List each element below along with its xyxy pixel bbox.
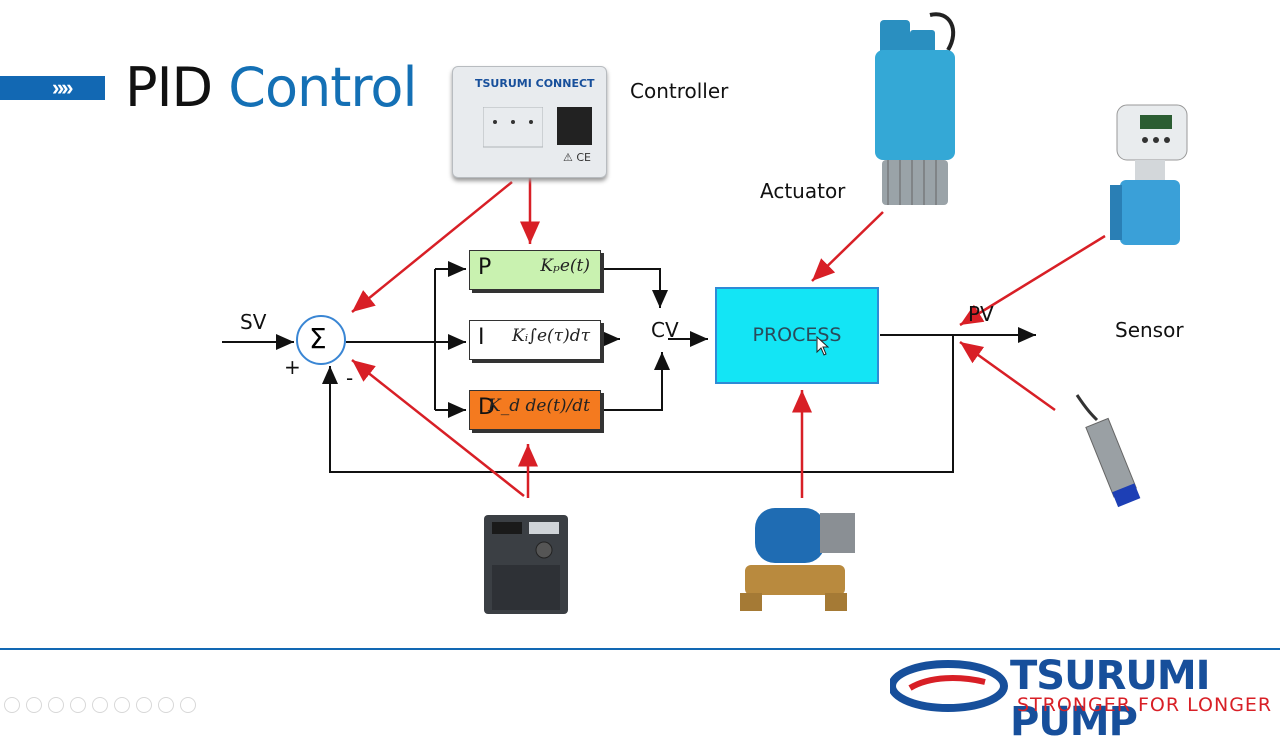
cv-label: CV xyxy=(651,318,679,342)
controller-marks: ⚠ CE xyxy=(563,151,591,164)
red-arrow-controller-sum xyxy=(351,181,513,313)
footer-divider xyxy=(0,648,1280,650)
sigma-symbol: Σ xyxy=(309,322,327,355)
slideshow-toolbar[interactable] xyxy=(4,697,196,713)
controller-brand-text: TSURUMI CONNECT xyxy=(475,77,595,90)
red-arrow-vfd-sum xyxy=(351,359,525,497)
d-formula: K_d de(t)/dt xyxy=(488,396,590,416)
i-block: I Kᵢ∫e(τ)dτ xyxy=(469,320,601,360)
sv-label: SV xyxy=(240,310,267,334)
process-label: PROCESS xyxy=(752,324,842,346)
prev-slide-icon[interactable] xyxy=(4,697,20,713)
title-part1: PID xyxy=(125,56,213,119)
subtitle-icon[interactable] xyxy=(136,697,152,713)
d-block: D K_d de(t)/dt xyxy=(469,390,601,430)
i-formula: Kᵢ∫e(τ)dτ xyxy=(512,326,590,346)
slides-icon[interactable] xyxy=(92,697,108,713)
proximity-sensor-image xyxy=(1075,394,1141,508)
more-icon[interactable] xyxy=(180,697,196,713)
next-slide-icon[interactable] xyxy=(26,697,42,713)
brand-logo-icon xyxy=(890,660,1008,712)
solenoid-valve-image xyxy=(740,508,855,611)
plus-sign: + xyxy=(284,355,301,379)
feedback-line xyxy=(322,335,954,473)
pump-image xyxy=(875,12,956,205)
red-arrow-prox-sensor xyxy=(959,340,1056,412)
d-letter: D xyxy=(478,395,495,420)
pen-icon[interactable] xyxy=(70,697,86,713)
zoom-icon[interactable] xyxy=(114,697,130,713)
red-arrow-actuator xyxy=(811,211,884,282)
summing-junction xyxy=(296,315,346,365)
p-output-line xyxy=(602,268,668,308)
p-block: P Kₚe(t) xyxy=(469,250,601,290)
controller-label: Controller xyxy=(630,79,729,103)
title-part2: Control xyxy=(228,56,417,119)
i-letter: I xyxy=(478,325,485,350)
brand-tagline: STRONGER FOR LONGER xyxy=(1017,694,1273,716)
p-letter: P xyxy=(478,255,492,280)
actuator-label: Actuator xyxy=(760,179,846,203)
flow-sensor-image xyxy=(1110,104,1188,245)
pv-label: PV xyxy=(968,302,994,326)
controller-device-image: TSURUMI CONNECT ⚠ CE xyxy=(452,66,607,178)
chevron-icon: »» xyxy=(52,75,74,100)
p-formula: Kₚe(t) xyxy=(540,256,590,276)
camera-icon[interactable] xyxy=(158,697,174,713)
menu-icon[interactable] xyxy=(48,697,64,713)
d-output-line xyxy=(602,352,670,411)
vfd-drive-image xyxy=(484,515,568,614)
controller-panel-icon xyxy=(483,107,543,148)
title-accent-bar xyxy=(0,76,105,100)
process-block: PROCESS xyxy=(715,287,879,384)
red-arrow-flow-sensor xyxy=(959,234,1106,327)
diagram-lines xyxy=(222,178,1106,498)
minus-sign: - xyxy=(346,366,354,390)
page-title: PID Control xyxy=(125,56,417,120)
controller-screen xyxy=(557,107,592,145)
cursor-icon xyxy=(816,336,830,356)
sensor-label: Sensor xyxy=(1115,318,1184,342)
